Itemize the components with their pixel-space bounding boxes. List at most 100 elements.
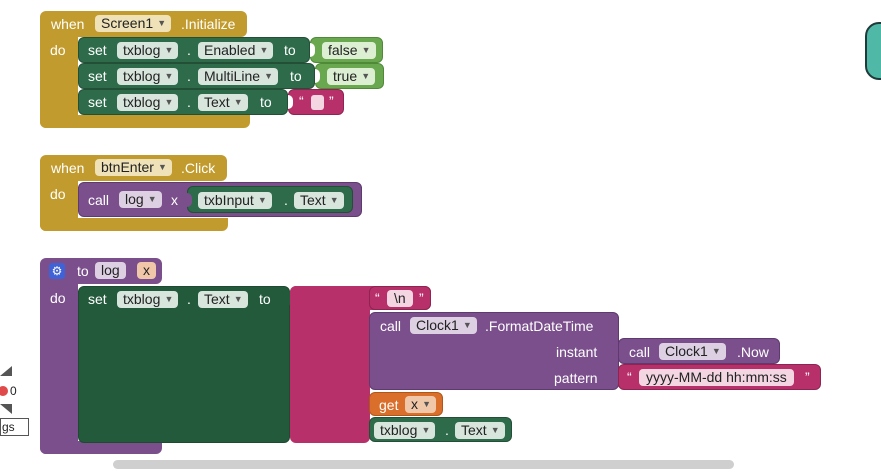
clock-dropdown[interactable]: Clock1▼ — [410, 317, 477, 334]
chevron-down-icon: ▼ — [164, 294, 174, 304]
newline-text-block[interactable]: “ \n ” — [369, 286, 431, 310]
txblog-text-getter[interactable]: txblog▼ . Text▼ — [369, 417, 512, 442]
do-label: do — [50, 290, 66, 306]
component-dropdown[interactable]: txbInput▼ — [198, 192, 272, 209]
get-x-block[interactable]: get x▼ — [369, 392, 443, 416]
when-label: when — [51, 160, 85, 176]
quote-close: ” — [419, 290, 424, 306]
chevron-down-icon: ▼ — [259, 45, 269, 55]
set-label: set — [88, 68, 107, 84]
procedure-name-field[interactable]: log — [95, 262, 126, 279]
variable-dropdown[interactable]: x▼ — [405, 396, 436, 413]
quote-open: “ — [299, 93, 304, 109]
set-enabled-block[interactable]: set txblog▼ . Enabled▼ to — [78, 37, 310, 63]
screen1-dropdown[interactable]: Screen1▼ — [95, 15, 172, 32]
backpack-icon[interactable] — [865, 22, 881, 80]
chevron-down-icon: ▼ — [361, 45, 371, 55]
property-dropdown[interactable]: Text▼ — [455, 422, 505, 439]
chevron-down-icon: ▼ — [329, 195, 339, 205]
clock-dropdown[interactable]: Clock1▼ — [659, 343, 726, 360]
component-dropdown[interactable]: txblog▼ — [117, 42, 179, 59]
false-block[interactable]: false▼ — [310, 37, 383, 63]
event-spine — [40, 31, 78, 128]
event-footer — [40, 115, 250, 128]
to-label: to — [284, 42, 296, 58]
clock-now-block[interactable]: call Clock1▼ .Now — [618, 338, 780, 364]
true-block[interactable]: true▼ — [315, 63, 384, 89]
pattern-label: pattern — [554, 370, 598, 386]
chevron-down-icon: ▼ — [233, 97, 243, 107]
do-label: do — [50, 42, 66, 58]
to-label: to — [259, 291, 271, 307]
property-dropdown[interactable]: MultiLine▼ — [198, 68, 279, 85]
pattern-field[interactable]: yyyy-MM-dd hh:mm:ss — [639, 369, 794, 386]
set-multiline-block[interactable]: set txblog▼ . MultiLine▼ to — [78, 63, 315, 89]
boolean-dropdown[interactable]: true▼ — [327, 68, 376, 85]
dot-label: . — [187, 68, 191, 84]
property-dropdown[interactable]: Text▼ — [198, 94, 248, 111]
component-dropdown[interactable]: txblog▼ — [117, 68, 179, 85]
show-warnings-button[interactable]: gs — [0, 418, 29, 436]
event-footer — [40, 218, 228, 231]
chevron-down-icon: ▼ — [361, 71, 371, 81]
initialize-label: .Initialize — [181, 16, 236, 32]
chevron-down-icon: ▼ — [158, 162, 167, 172]
quote-close: ” — [805, 369, 810, 385]
to-label: to — [290, 68, 302, 84]
socket-notch — [288, 95, 293, 109]
method-label: .FormatDateTime — [485, 318, 594, 334]
procedure-log-block[interactable]: ⚙ to log x do — [40, 258, 165, 454]
btnenter-click-block[interactable]: when btnEnter▼ .Click do — [40, 155, 230, 231]
chevron-down-icon: ▼ — [264, 71, 274, 81]
component-dropdown[interactable]: txblog▼ — [117, 291, 179, 308]
formatdatetime-block[interactable]: call Clock1▼ .FormatDateTime instant pat… — [369, 312, 619, 390]
error-icon — [0, 386, 8, 396]
dot-label: . — [284, 192, 288, 208]
now-label: .Now — [737, 344, 769, 360]
set-label: set — [88, 42, 107, 58]
set-label: set — [88, 291, 107, 307]
get-label: get — [379, 397, 399, 413]
property-dropdown[interactable]: Text▼ — [294, 192, 344, 209]
call-label: call — [629, 344, 651, 360]
click-label: .Click — [181, 160, 216, 176]
component-dropdown[interactable]: txblog▼ — [374, 422, 436, 439]
quote-open: “ — [627, 369, 632, 385]
instant-label: instant — [556, 344, 598, 360]
property-dropdown[interactable]: Text▼ — [198, 291, 248, 308]
quote-close: ” — [329, 93, 334, 109]
set-text-block[interactable]: set txblog▼ . Text▼ to — [78, 89, 288, 115]
horizontal-scrollbar[interactable] — [113, 460, 734, 469]
boolean-dropdown[interactable]: false▼ — [322, 42, 376, 59]
txbinput-text-getter[interactable]: txbInput▼ . Text▼ — [187, 186, 353, 213]
chevron-down-icon: ▼ — [164, 45, 174, 55]
when-label: when — [51, 16, 85, 32]
param-x-field[interactable]: x — [137, 262, 156, 279]
warning-count: 0 — [10, 384, 17, 398]
pattern-text-block[interactable]: “ yyyy-MM-dd hh:mm:ss ” — [618, 364, 821, 390]
empty-text-block[interactable]: “ ” — [288, 89, 344, 115]
collapse-arrow-icon — [0, 404, 12, 414]
call-label: call — [380, 318, 402, 334]
property-dropdown[interactable]: Enabled▼ — [198, 42, 274, 59]
chevron-down-icon: ▼ — [462, 320, 472, 330]
dot-label: . — [445, 422, 449, 438]
gear-icon[interactable]: ⚙ — [49, 263, 65, 279]
component-dropdown[interactable]: txblog▼ — [117, 94, 179, 111]
set-txblog-text-block[interactable]: set txblog▼ . Text▼ to — [78, 286, 290, 443]
procedure-dropdown[interactable]: log▼ — [119, 191, 162, 208]
chevron-down-icon: ▼ — [711, 346, 721, 356]
warnings-indicator[interactable]: 0 gs — [0, 366, 30, 438]
call-label: call — [88, 192, 110, 208]
to-label: to — [77, 263, 89, 279]
do-label: do — [50, 186, 66, 202]
chevron-down-icon: ▼ — [147, 194, 157, 204]
set-label: set — [88, 94, 107, 110]
dot-label: . — [187, 42, 191, 58]
screen-initialize-block[interactable]: when Screen1▼ .Initialize do — [40, 11, 250, 128]
expand-arrow-icon — [0, 366, 12, 376]
to-label: to — [260, 94, 272, 110]
btnenter-dropdown[interactable]: btnEnter▼ — [95, 159, 172, 176]
newline-field[interactable]: \n — [387, 290, 413, 307]
empty-string-field[interactable] — [311, 95, 324, 110]
